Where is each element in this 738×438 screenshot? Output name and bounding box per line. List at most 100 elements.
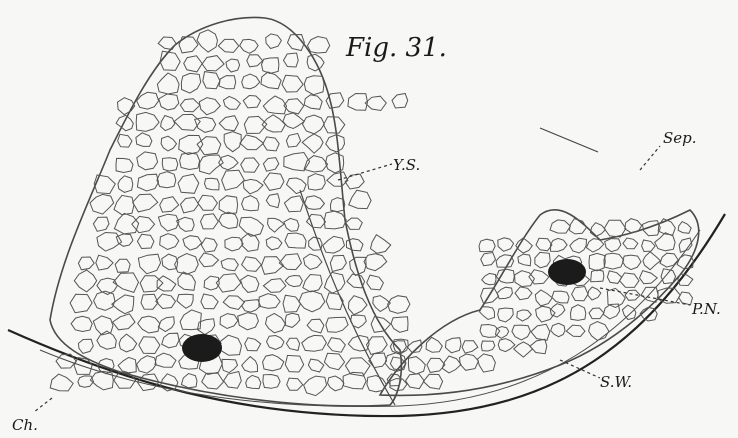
cell-outline: [498, 339, 515, 352]
cell-outline: [330, 255, 346, 271]
cell-outline: [427, 358, 445, 372]
cell-outline: [302, 335, 327, 351]
cell-outline: [90, 194, 114, 214]
cell-outline: [302, 134, 323, 153]
leader-ys: [338, 164, 392, 180]
cell-outline: [115, 259, 130, 272]
cell-outline: [590, 223, 605, 237]
cell-outline: [529, 270, 549, 284]
cell-outline: [219, 76, 236, 89]
cell-outline: [199, 98, 220, 115]
cell-outline: [266, 34, 282, 49]
cell-outline: [551, 238, 568, 251]
cell-outline: [326, 317, 348, 332]
cell-outline: [179, 135, 203, 154]
cell-outline: [367, 337, 388, 355]
cell-outline: [572, 287, 588, 301]
figure-title: Fig. 31.: [345, 33, 447, 63]
cell-outline: [282, 75, 303, 92]
cell-outline: [392, 94, 408, 109]
cell-outline: [496, 255, 513, 267]
cell-outline: [261, 72, 281, 89]
cell-outline: [287, 178, 307, 194]
cell-outline: [224, 132, 241, 152]
cell-outline: [345, 358, 370, 376]
cell-outline: [160, 51, 180, 70]
cell-outline: [161, 136, 176, 151]
cell-outline: [324, 353, 344, 369]
cell-outline: [478, 354, 496, 372]
left-nucleus: [182, 334, 222, 362]
cell-outline: [512, 325, 531, 340]
cell-outline: [263, 355, 284, 371]
cell-outline: [137, 92, 159, 109]
cell-outline: [391, 317, 408, 333]
cell-outline: [267, 336, 285, 350]
cell-outline: [304, 95, 322, 110]
cell-outline: [284, 196, 303, 212]
cell-outline: [114, 195, 134, 214]
cell-outline: [345, 174, 364, 189]
cell-outline: [136, 112, 159, 131]
cell-outline: [481, 341, 495, 351]
cell-outline: [625, 219, 642, 233]
cell-outline: [446, 338, 462, 353]
cell-outline: [71, 316, 92, 331]
cell-outline: [199, 253, 219, 267]
cell-outline: [116, 115, 133, 131]
cell-outline: [496, 269, 514, 283]
cell-outline: [202, 373, 224, 389]
leader-ch: [34, 398, 52, 412]
cell-outline: [304, 76, 324, 95]
cell-outline: [299, 291, 325, 312]
cell-outline: [50, 374, 73, 391]
cell-outline: [620, 273, 640, 288]
cell-outline: [160, 197, 179, 212]
cell-outline: [240, 39, 258, 53]
cell-outline: [244, 116, 266, 133]
cell-outline: [157, 73, 179, 94]
leader-sep: [640, 146, 660, 170]
cell-outline: [589, 308, 604, 319]
cell-outline: [241, 275, 259, 292]
cell-outline: [113, 314, 135, 330]
cell-outline: [203, 72, 220, 89]
cell-outline: [515, 287, 532, 300]
cell-outline: [604, 253, 624, 269]
cell-outline: [140, 276, 163, 292]
cell-outline: [239, 217, 263, 236]
cell-outline: [479, 239, 495, 251]
cell-outline: [263, 375, 280, 389]
cell-outline: [571, 305, 586, 321]
cell-outline: [569, 219, 586, 234]
cell-outline: [136, 133, 152, 147]
cell-outline: [177, 294, 193, 308]
cell-outline: [642, 240, 656, 252]
cell-outline: [371, 235, 391, 254]
cell-outline: [351, 315, 367, 328]
cell-outline: [243, 96, 260, 108]
cell-outline: [118, 176, 133, 193]
cell-outline: [247, 55, 263, 67]
cell-outline: [346, 218, 363, 229]
cell-outline: [70, 294, 92, 312]
cell-outline: [201, 214, 219, 229]
cell-outline: [137, 152, 158, 170]
cell-outline: [221, 259, 238, 271]
cell-outline: [178, 174, 199, 193]
cell-outline: [198, 195, 218, 210]
cell-outline: [328, 338, 346, 353]
cell-outline: [263, 137, 279, 151]
cell-outline: [78, 257, 94, 270]
cell-outline: [660, 253, 678, 267]
cell-outline: [116, 158, 133, 172]
cell-outline: [348, 296, 367, 315]
cell-outline: [161, 116, 175, 131]
cell-outline: [426, 337, 442, 352]
cell-outline: [216, 274, 241, 293]
cell-outline: [643, 252, 661, 270]
cell-outline: [304, 254, 322, 270]
cell-outline: [138, 254, 160, 274]
cell-outline: [679, 292, 693, 305]
